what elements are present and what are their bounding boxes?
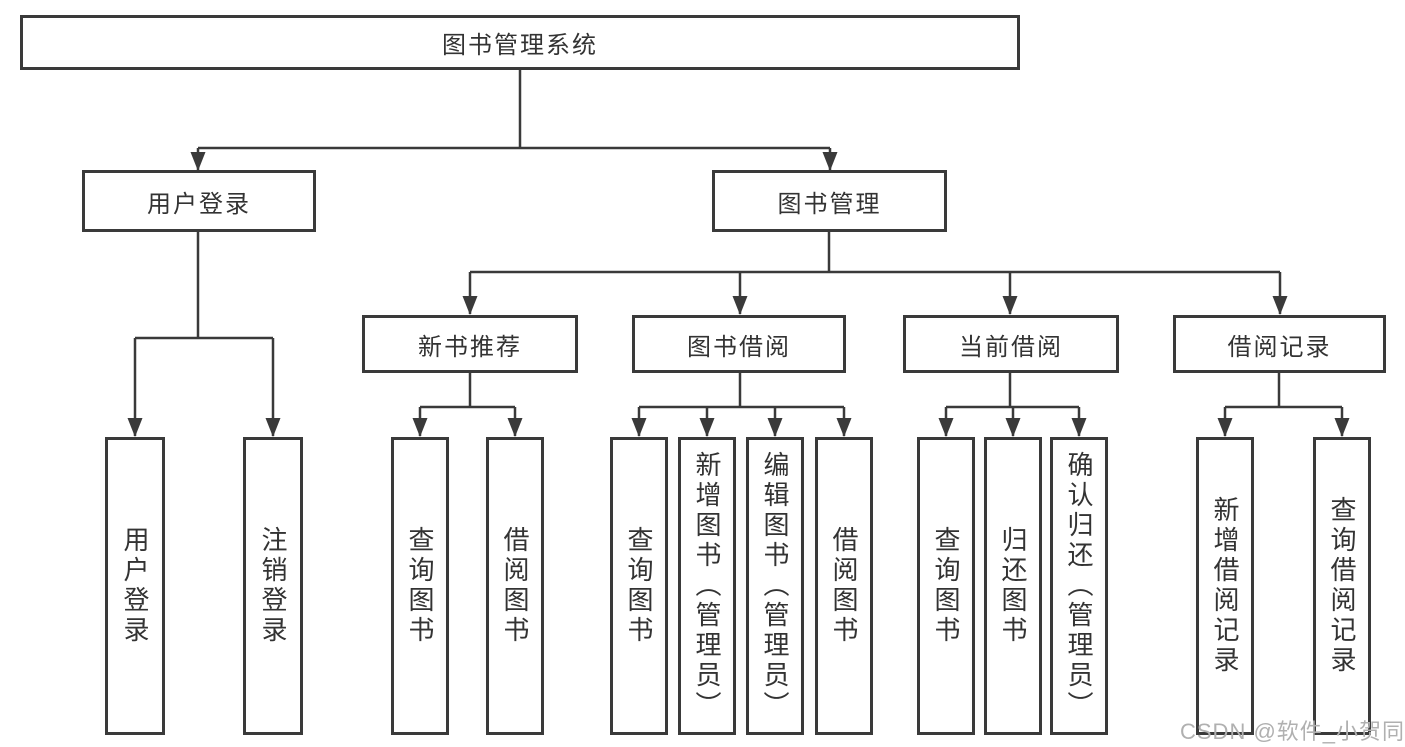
node-user-login-label: 用户登录 [147, 190, 251, 218]
leaf-logout: 注销登录 [243, 437, 303, 735]
leaf-add-borrow-record-label: 新增借阅记录 [1210, 496, 1240, 676]
leaf-query-book-recommend: 查询图书 [391, 437, 449, 735]
leaf-borrow-book-recommend: 借阅图书 [486, 437, 544, 735]
leaf-confirm-return-admin: 确认归还（管理员） [1050, 437, 1108, 735]
leaf-query-book-recommend-label: 查询图书 [405, 526, 435, 646]
node-new-book-recommend: 新书推荐 [362, 315, 578, 373]
leaf-query-book-borrow: 查询图书 [610, 437, 668, 735]
node-current-borrow: 当前借阅 [903, 315, 1119, 373]
leaf-query-book-current-label: 查询图书 [931, 526, 961, 646]
leaf-edit-book-admin: 编辑图书（管理员） [746, 437, 804, 735]
leaf-return-book-label: 归还图书 [998, 526, 1028, 646]
leaf-query-book-borrow-label: 查询图书 [624, 526, 654, 646]
leaf-user-login-label: 用户登录 [120, 526, 150, 646]
node-current-borrow-label: 当前借阅 [959, 333, 1063, 361]
leaf-borrow-book-label: 借阅图书 [829, 526, 859, 646]
node-book-borrow: 图书借阅 [632, 315, 846, 373]
leaf-user-login: 用户登录 [105, 437, 165, 735]
node-user-login: 用户登录 [82, 170, 316, 232]
node-book-borrow-label: 图书借阅 [687, 333, 791, 361]
leaf-confirm-return-admin-label: 确认归还（管理员） [1064, 451, 1094, 721]
node-borrow-record-label: 借阅记录 [1227, 333, 1332, 361]
leaf-return-book: 归还图书 [984, 437, 1042, 735]
connector-segments [133, 70, 1344, 436]
leaf-query-borrow-record: 查询借阅记录 [1313, 437, 1371, 735]
leaf-query-book-current: 查询图书 [917, 437, 975, 735]
node-root-library-system: 图书管理系统 [20, 15, 1020, 70]
leaf-borrow-book: 借阅图书 [815, 437, 873, 735]
leaf-logout-label: 注销登录 [258, 526, 288, 646]
node-new-book-recommend-label: 新书推荐 [418, 333, 522, 361]
leaf-add-borrow-record: 新增借阅记录 [1196, 437, 1254, 735]
node-borrow-record: 借阅记录 [1173, 315, 1386, 373]
node-book-management: 图书管理 [712, 170, 947, 232]
node-book-management-label: 图书管理 [777, 190, 882, 218]
leaf-query-borrow-record-label: 查询借阅记录 [1327, 496, 1357, 676]
node-root-label: 图书管理系统 [442, 32, 598, 59]
leaf-borrow-book-recommend-label: 借阅图书 [500, 526, 530, 646]
leaf-add-book-admin-label: 新增图书（管理员） [692, 451, 722, 721]
leaf-add-book-admin: 新增图书（管理员） [678, 437, 736, 735]
csdn-watermark: CSDN @软件_小贺同学 [1180, 719, 1405, 744]
leaf-edit-book-admin-label: 编辑图书（管理员） [760, 451, 790, 721]
